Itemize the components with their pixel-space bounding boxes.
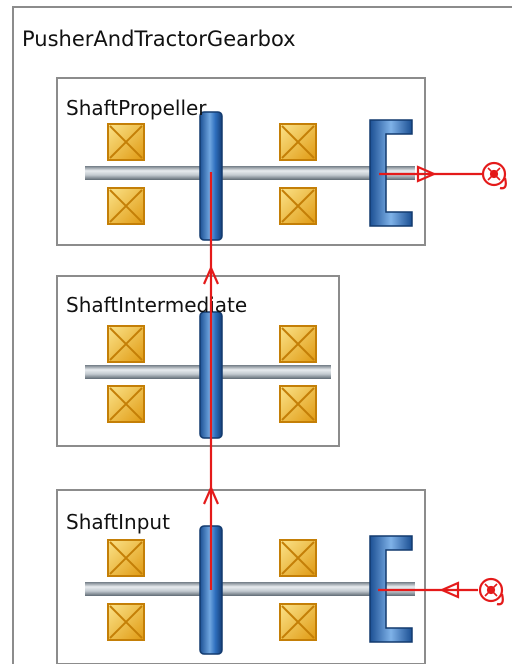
shaft-bar: [85, 582, 415, 596]
shaft-bar: [85, 166, 415, 180]
flow-arrow-intermediate-input: [202, 485, 220, 505]
bearing-icon: [279, 385, 317, 423]
bearing-icon: [107, 325, 145, 363]
load-icon: [481, 161, 507, 190]
bearing-icon: [279, 603, 317, 641]
coupling-icon: [369, 119, 413, 227]
bearing-icon: [107, 385, 145, 423]
shaft-intermediate[interactable]: ShaftIntermediate: [56, 275, 340, 447]
bearing-icon: [107, 123, 145, 161]
shaft-input[interactable]: ShaftInput: [56, 489, 426, 664]
flow-input-arrow: [439, 581, 460, 599]
bearing-icon: [279, 187, 317, 225]
flow-output-arrow: [416, 165, 437, 183]
load-icon: [478, 577, 504, 606]
bearing-icon: [107, 603, 145, 641]
bearing-icon: [279, 539, 317, 577]
power-flow: [202, 161, 507, 606]
bearing-icon: [107, 539, 145, 577]
shaft-label: ShaftIntermediate: [66, 293, 247, 317]
bearing-icon: [107, 187, 145, 225]
shaft-label: ShaftInput: [66, 510, 170, 534]
bearing-icon: [279, 123, 317, 161]
shaft-propeller[interactable]: ShaftPropeller: [56, 77, 426, 246]
gearbox-title: PusherAndTractorGearbox: [22, 27, 296, 51]
shaft-label: ShaftPropeller: [66, 96, 207, 120]
bearing-icon: [279, 325, 317, 363]
coupling-icon: [369, 535, 413, 643]
flow-arrow-intermediate: [202, 265, 220, 285]
